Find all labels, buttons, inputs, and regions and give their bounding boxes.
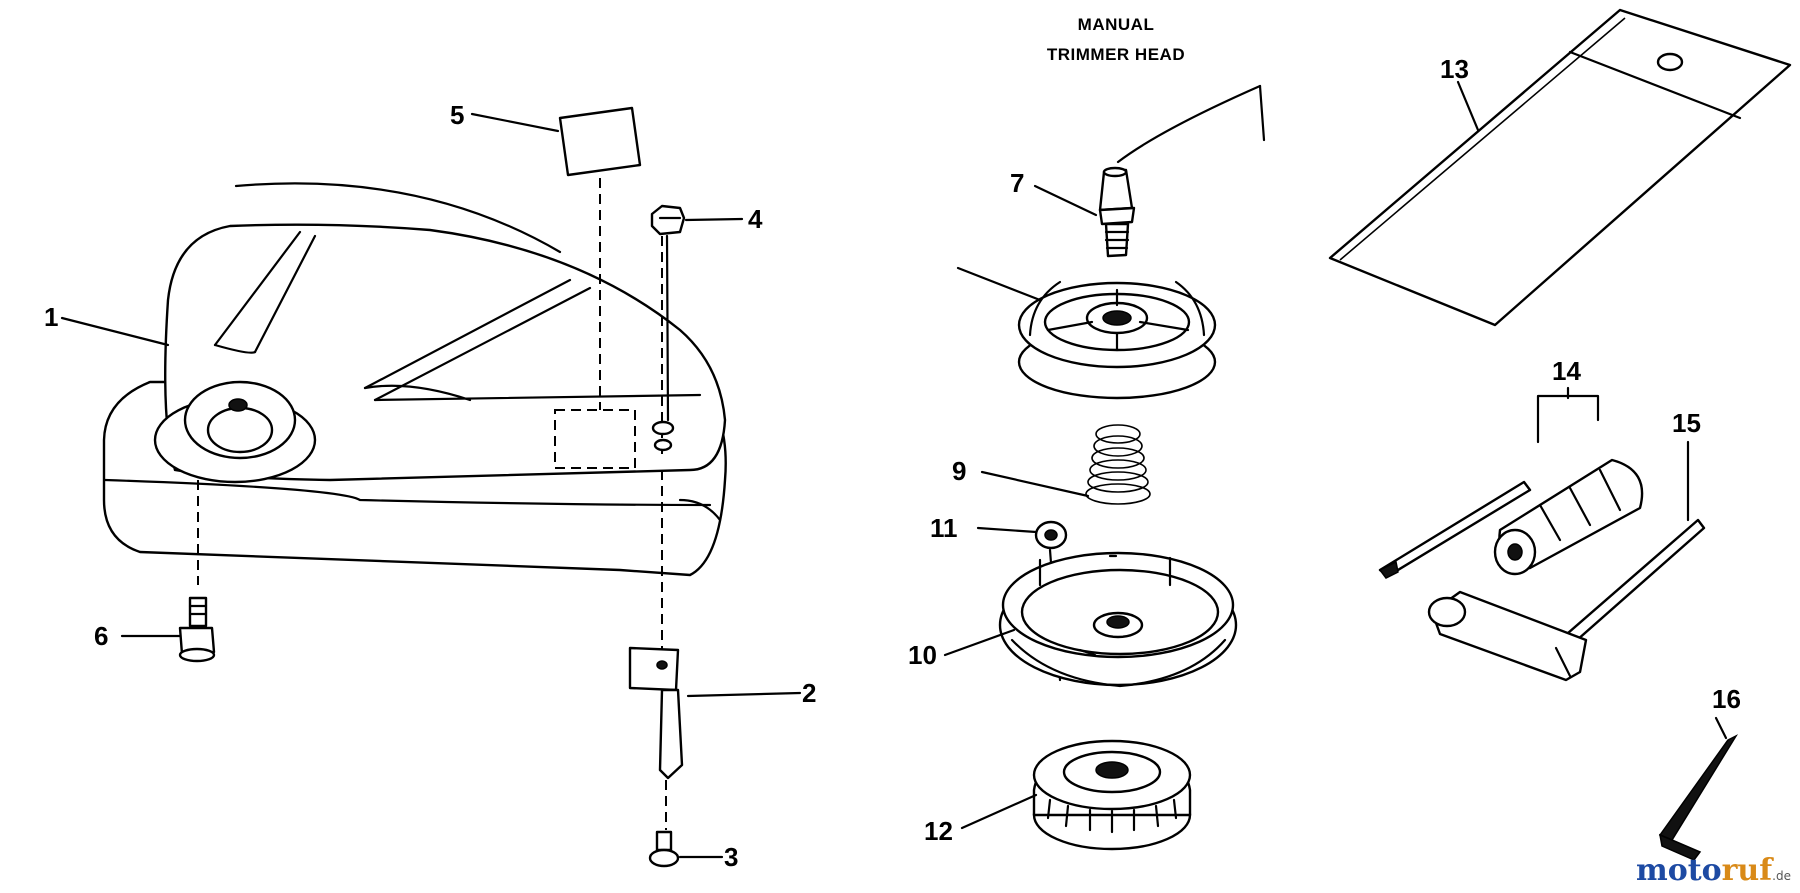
callout-16: 16 [1712,684,1741,714]
callout-4: 4 [748,204,763,234]
screw-part-3 [648,830,680,868]
manual-part-13 [1328,8,1792,327]
callout-labels: 1 2 3 4 5 6 7 9 10 11 12 13 14 15 16 [44,54,1741,872]
callout-3: 3 [724,842,738,872]
caption-line-1: MANUAL [1078,15,1155,34]
callout-2: 2 [802,678,816,708]
watermark: motoruf.de [1636,853,1791,888]
callout-14: 14 [1552,356,1581,386]
bolt-part-6 [178,480,216,663]
knob-part-12 [1032,739,1192,851]
trimmer-housing [1017,280,1217,400]
wrench-part-15 [1427,440,1706,682]
callout-11: 11 [930,513,958,543]
bracket-part-2 [628,646,684,830]
nut-part-4 [650,204,686,650]
callout-6: 6 [94,621,108,651]
shaft-part-7 [1098,84,1266,258]
spool-part-10 [998,551,1238,688]
watermark-part2: ruf [1722,853,1775,888]
screwdriver-part-14 [1378,394,1644,579]
callout-7: 7 [1010,168,1024,198]
callout-1: 1 [44,302,58,332]
guard-part [102,182,727,577]
callout-13: 13 [1440,54,1469,84]
callout-10: 10 [908,640,937,670]
spring-part-9 [1085,424,1151,505]
leader-lines [60,80,1728,859]
callout-5: 5 [450,100,464,130]
label-part-5 [558,106,642,410]
watermark-suffix: .de [1772,869,1791,883]
callout-15: 15 [1672,408,1701,438]
hexkey-part-16 [1658,734,1739,861]
callout-9: 9 [952,456,966,486]
caption-line-2: TRIMMER HEAD [1047,45,1185,64]
watermark-part1: moto [1636,853,1722,888]
callout-12: 12 [924,816,953,846]
